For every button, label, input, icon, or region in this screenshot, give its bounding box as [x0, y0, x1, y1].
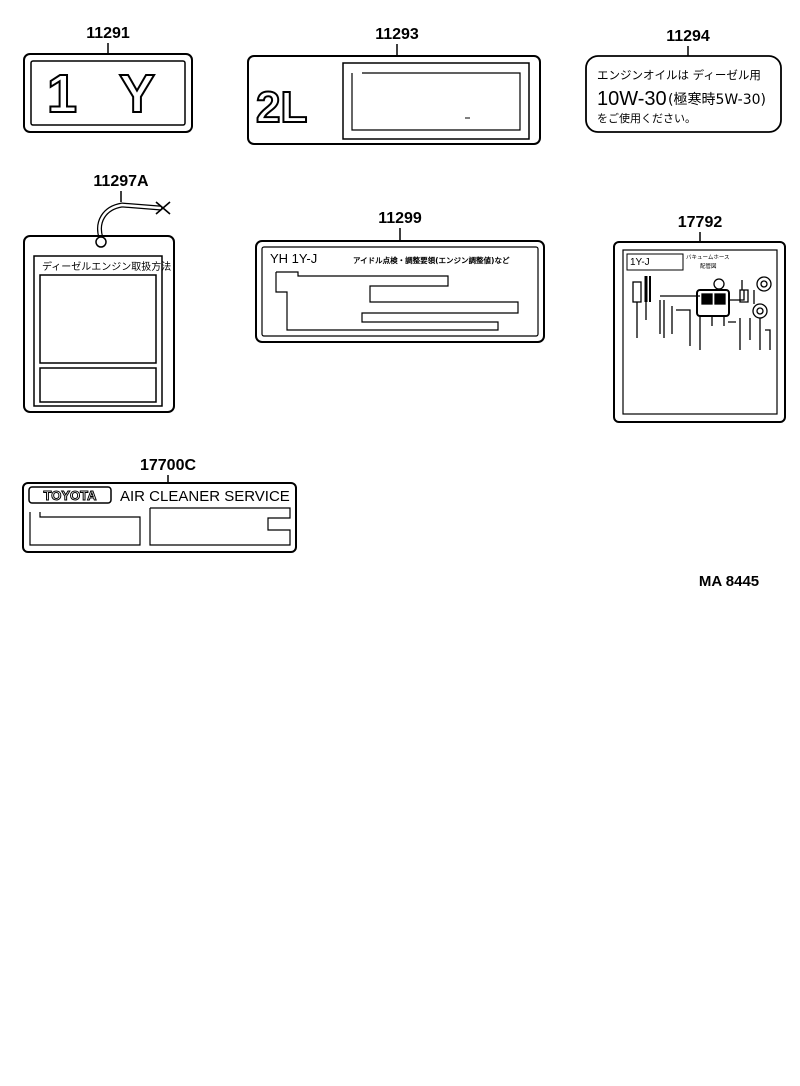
- blank-panel-left: [29, 512, 141, 546]
- part-number-11291: 11291: [86, 25, 130, 42]
- blank-panel-inner: [351, 72, 521, 131]
- part-11294: 11294 エンジンオイルは ディーゼル用 10W-30 (極寒時5W-30) …: [585, 28, 782, 133]
- valve-circle-upper: [756, 276, 772, 292]
- tag-panel-upper: [39, 274, 157, 364]
- oil-line-2: 10W-30: [597, 88, 667, 110]
- part-11291: 11291 1 Y: [23, 25, 193, 133]
- label-header: アイドル点検・調整要領(エンジン調整値)など: [353, 255, 510, 265]
- component-left: [632, 281, 642, 303]
- toyota-logo: TOYOTA: [44, 488, 98, 503]
- tag-panel-lower: [39, 367, 157, 403]
- valve-circle-lower: [752, 303, 768, 319]
- diagram-reference-code: MA 8445: [699, 573, 759, 590]
- label-outline: [22, 482, 297, 553]
- label-text-2l: 2L: [256, 83, 307, 132]
- label-outline: [613, 241, 786, 423]
- tag-header: ディーゼルエンジン取扱方法: [42, 260, 171, 273]
- part-number-11293: 11293: [375, 26, 419, 43]
- hanging-string-core: [98, 203, 162, 240]
- header-line-2: 配管図: [700, 262, 717, 270]
- port-circle: [713, 278, 725, 290]
- header-box: [626, 253, 684, 271]
- toyota-logo-box: [28, 486, 112, 504]
- label-inner-border: [622, 249, 778, 415]
- tag-inner-border: [33, 255, 163, 407]
- grommet: [95, 236, 107, 248]
- part-11297a: 11297A ディーゼルエンジン取扱方法: [23, 173, 175, 413]
- blank-panel-right: [149, 507, 291, 546]
- part-number-17792: 17792: [678, 214, 723, 231]
- part-11293: 11293 2L: [247, 26, 541, 145]
- part-number-11297a: 11297A: [93, 173, 149, 190]
- label-inner-border: [261, 246, 539, 337]
- blank-panel: [342, 62, 530, 140]
- label-outline: [255, 240, 545, 343]
- oil-line-3: (極寒時5W-30): [668, 91, 766, 108]
- oil-line-1: エンジンオイルは ディーゼル用: [597, 68, 761, 82]
- modulator: [696, 289, 730, 317]
- part-11299: 11299 YH 1Y-J アイドル点検・調整要領(エンジン調整値)など: [255, 210, 545, 343]
- label-outline: [23, 53, 193, 133]
- label-text-1y: 1 Y: [47, 64, 169, 124]
- string-tie: [155, 201, 171, 215]
- blank-text-area: [275, 271, 519, 331]
- label-inner-border: [30, 60, 186, 126]
- header-line-1: バキュームホース: [686, 254, 730, 261]
- part-17700c: 17700C TOYOTA AIR CLEANER SERVICE: [22, 457, 297, 553]
- part-number-11294: 11294: [666, 28, 710, 45]
- tag-outline: [23, 235, 175, 413]
- part-17792: 17792 1Y-J バキュームホース 配管図: [613, 214, 786, 423]
- part-number-11299: 11299: [378, 210, 422, 227]
- oil-line-4: をご使用ください。: [597, 111, 696, 125]
- label-outline: [585, 55, 782, 133]
- label-left-text: 1Y-J: [630, 257, 650, 268]
- part-number-17700c: 17700C: [140, 457, 196, 474]
- label-title: AIR CLEANER SERVICE: [120, 488, 290, 505]
- vacuum-hose-schematic: [632, 276, 772, 350]
- label-outline: [247, 55, 541, 145]
- label-left-text: YH 1Y-J: [270, 251, 317, 266]
